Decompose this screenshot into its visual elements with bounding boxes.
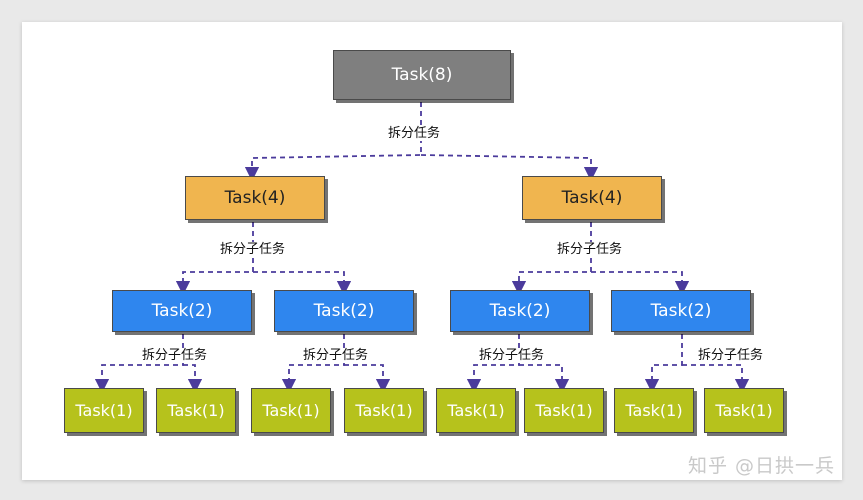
task-node-label: Task(1): [262, 401, 320, 420]
task-node-level1: Task(4): [522, 176, 662, 220]
connector-l2: [281, 334, 345, 394]
task-node-level3: Task(1): [436, 388, 516, 433]
connector-l1: [253, 271, 352, 296]
task-node-label: Task(8): [391, 65, 453, 85]
connector-l2: [183, 364, 203, 394]
task-node-label: Task(4): [561, 188, 623, 208]
connector-l2: [682, 364, 750, 394]
split-label-root: 拆分任务: [386, 126, 443, 141]
connector-l2: [519, 364, 570, 394]
task-node-level3: Task(1): [156, 388, 236, 433]
split-label-l2: 拆分子任务: [477, 348, 547, 363]
task-node-label: Task(2): [489, 301, 551, 321]
task-node-label: Task(2): [650, 301, 712, 321]
connector-l2: [644, 334, 683, 394]
task-node-level3: Task(1): [524, 388, 604, 433]
task-node-label: Task(1): [535, 401, 593, 420]
connector-l1: [175, 222, 254, 296]
split-label-l2: 拆分子任务: [696, 348, 766, 363]
task-node-level3: Task(1): [344, 388, 424, 433]
task-node-label: Task(1): [355, 401, 413, 420]
connector-root: [420, 154, 599, 182]
task-node-label: Task(1): [625, 401, 683, 420]
task-node-label: Task(2): [313, 301, 375, 321]
task-node-label: Task(1): [447, 401, 505, 420]
split-label-l1: 拆分子任务: [555, 242, 625, 257]
task-node-label: Task(4): [224, 188, 286, 208]
split-label-l2: 拆分子任务: [301, 348, 371, 363]
task-node-level2: Task(2): [611, 290, 751, 332]
task-node-level3: Task(1): [704, 388, 784, 433]
task-node-level2: Task(2): [112, 290, 252, 332]
task-node-level3: Task(1): [614, 388, 694, 433]
watermark: 知乎 @日拱一兵: [687, 455, 835, 477]
task-node-label: Task(1): [75, 401, 133, 420]
task-node-level3: Task(1): [251, 388, 331, 433]
task-node-label: Task(1): [715, 401, 773, 420]
task-node-level2: Task(2): [450, 290, 590, 332]
split-label-l2: 拆分子任务: [140, 348, 210, 363]
connector-l1: [511, 222, 592, 296]
task-node-level3: Task(1): [64, 388, 144, 433]
task-node-level2: Task(2): [274, 290, 414, 332]
task-node-label: Task(2): [151, 301, 213, 321]
split-label-l1: 拆分子任务: [218, 242, 288, 257]
connector-root: [244, 102, 422, 182]
task-node-level1: Task(4): [185, 176, 325, 220]
task-node-label: Task(1): [167, 401, 225, 420]
task-node-root: Task(8): [333, 50, 511, 100]
connector-l2: [344, 364, 391, 394]
connector-l1: [591, 271, 690, 296]
